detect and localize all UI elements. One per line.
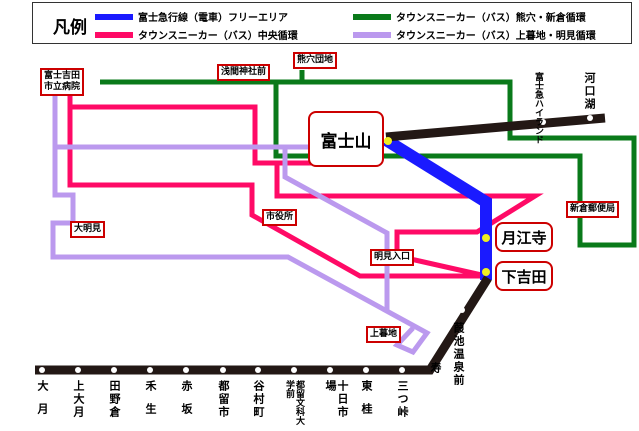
stop-kamikurechi[interactable]: 上暮地 <box>366 326 402 343</box>
station-kotobuki[interactable]: 寿 <box>429 362 442 375</box>
station-higashikatsura[interactable]: 東桂 <box>360 380 373 426</box>
station-akasaka[interactable]: 赤坂 <box>180 380 193 426</box>
station-kasei[interactable]: 禾生 <box>144 380 157 426</box>
stop-cityhall[interactable]: 市役所 <box>262 209 298 226</box>
station-yamuramachi[interactable]: 谷村町 <box>252 380 265 419</box>
station-shimoyoshida[interactable]: 下吉田 <box>495 261 553 291</box>
stop-niikura[interactable]: 新倉郵便局 <box>566 201 620 218</box>
legend-title: 凡例 <box>53 18 87 38</box>
stop-omyojin[interactable]: 大明見 <box>70 221 106 238</box>
stop-kumana[interactable]: 熊穴団地 <box>293 52 338 69</box>
legend-item-blue: 富士急行線（電車）フリーエリア <box>95 9 288 24</box>
legend-item-green: タウンスニーカー（バス）熊穴・新倉循環 <box>353 9 586 24</box>
station-dots <box>39 115 593 373</box>
station-tokaichiba[interactable]: 十日市場 <box>324 380 349 419</box>
black-rail-main <box>35 275 492 375</box>
legend-item-pink: タウンスニーカー（バス）中央循環 <box>95 27 298 42</box>
legend-item-lavender: タウンスニーカー（バス）上暮地・明見循環 <box>353 27 596 42</box>
stop-asumi[interactable]: 明見入口 <box>370 249 415 266</box>
stop-sengen[interactable]: 浅間神社前 <box>217 64 271 81</box>
legend-label: 富士急行線（電車）フリーエリア <box>138 13 288 24</box>
station-kamiotsuki[interactable]: 上大月 <box>72 380 85 419</box>
legend-label: タウンスニーカー（バス）中央循環 <box>138 31 298 42</box>
station-tanokura[interactable]: 田野倉 <box>108 380 121 419</box>
station-tsurushi[interactable]: 都留市 <box>217 380 230 419</box>
stop-hospital[interactable]: 富士吉田 市立病院 <box>40 68 85 96</box>
station-highland[interactable]: 富士急ハイランド <box>533 72 543 144</box>
major-station-dots <box>384 137 490 276</box>
blue-rail-free-area <box>382 134 492 280</box>
station-kawaguchiko[interactable]: 河口湖 <box>583 72 596 111</box>
station-tsurubunkadaigakumae[interactable]: 都留文科大学前 <box>284 380 304 425</box>
legend-label: タウンスニーカー（バス）上暮地・明見循環 <box>396 31 596 42</box>
legend: 凡例 富士急行線（電車）フリーエリア タウンスニーカー（バス）熊穴・新倉循環 タ… <box>32 2 632 44</box>
station-mitsutoge[interactable]: 三つ峠 <box>396 380 409 419</box>
lavender-route-c <box>282 147 390 310</box>
station-fujisan[interactable]: 富士山 <box>308 111 384 167</box>
lavender-route-a <box>52 95 310 150</box>
station-otsuki[interactable]: 大月 <box>36 380 49 426</box>
station-gekkoji[interactable]: 月江寺 <box>495 222 553 252</box>
lavender-route-b <box>50 147 431 356</box>
station-yoshiike[interactable]: 葭池温泉前 <box>452 322 465 387</box>
legend-label: タウンスニーカー（バス）熊穴・新倉循環 <box>396 13 586 24</box>
pink-route-lower <box>67 107 486 279</box>
black-rail-kawaguchiko <box>385 113 606 142</box>
